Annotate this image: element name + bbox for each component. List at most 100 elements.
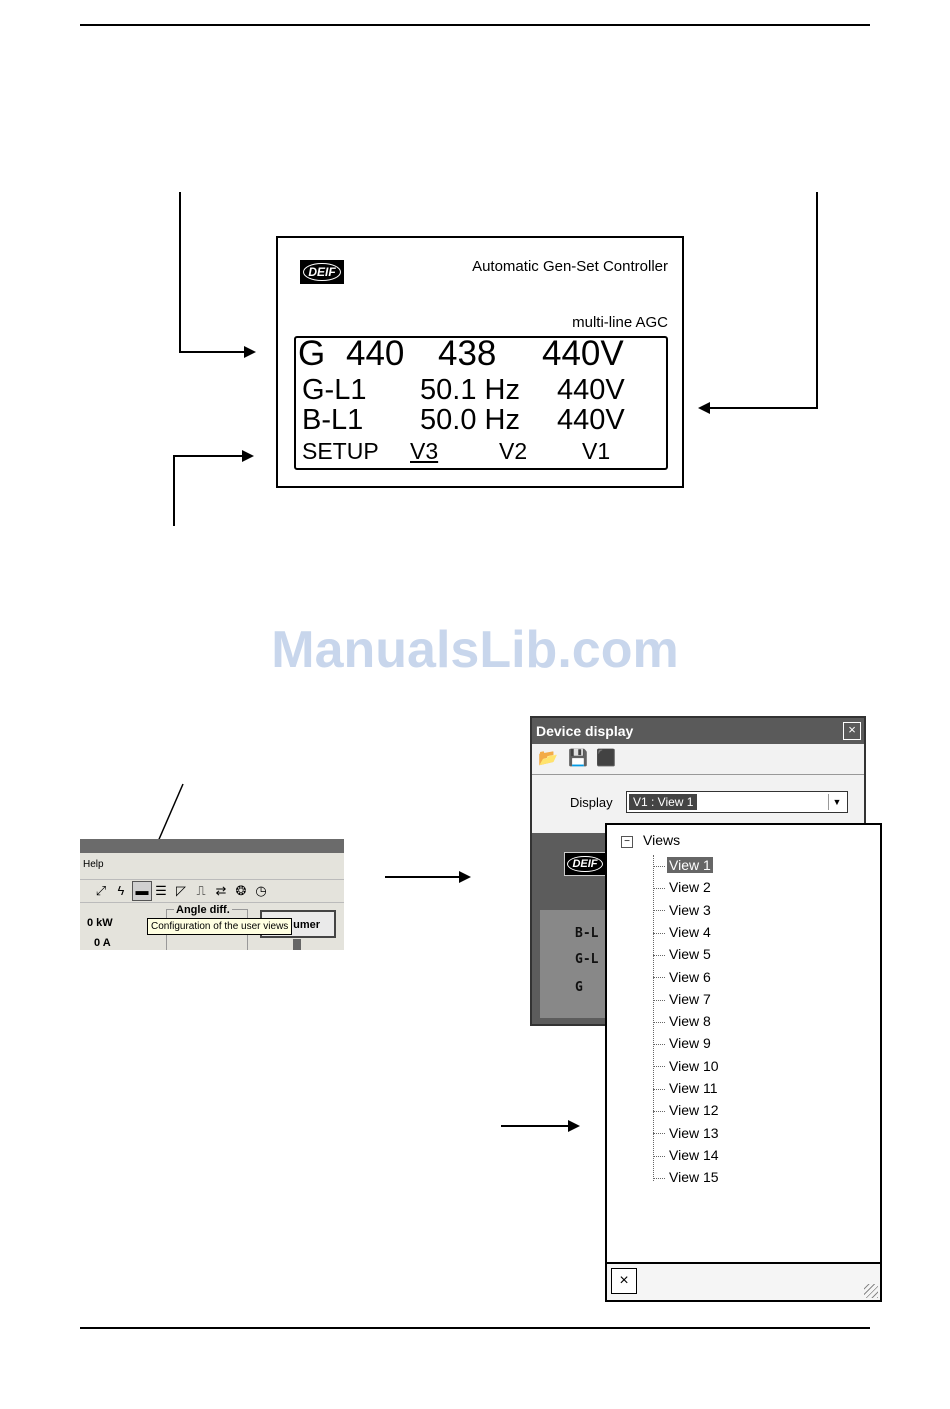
window-deif-logo: DEIF xyxy=(564,852,606,876)
tree-connector xyxy=(653,1177,665,1179)
tree-line xyxy=(653,855,654,1181)
bottom-rule xyxy=(80,1327,870,1329)
tree-connector xyxy=(653,1044,665,1046)
tree-item-label: View 10 xyxy=(669,1057,719,1074)
lcd-view-v2: V2 xyxy=(499,438,528,464)
tree-item-label: View 11 xyxy=(669,1080,718,1096)
tree-item-label: View 13 xyxy=(669,1124,719,1141)
tree-item-label: View 14 xyxy=(669,1146,719,1163)
tree-item[interactable]: View 10 xyxy=(653,1056,721,1076)
tree-item-label: View 7 xyxy=(669,990,711,1007)
open-folder-icon[interactable]: 📂 xyxy=(538,750,558,767)
lcd-line3-label: B-L1 xyxy=(302,404,364,436)
gear-icon[interactable]: ❂ xyxy=(235,883,247,898)
list-icon[interactable]: ☰ xyxy=(155,883,167,898)
resize-grip-icon[interactable] xyxy=(864,1284,878,1298)
tree-item[interactable]: View 7 xyxy=(653,989,713,1009)
tree-connector xyxy=(653,1133,665,1135)
scroll-bar xyxy=(293,939,301,950)
wand-icon[interactable]: ⤢ xyxy=(95,883,107,898)
tree-item[interactable]: View 9 xyxy=(653,1033,713,1053)
tree-connector xyxy=(653,888,665,890)
controller-panel: DEIF Automatic Gen-Set Controller multi-… xyxy=(276,236,684,488)
lcd-row-gl: G-L xyxy=(575,952,599,967)
tree-item-label: View 8 xyxy=(669,1013,711,1030)
lcd-line1-v1: 440 xyxy=(346,334,405,373)
display-label: Display xyxy=(570,795,613,810)
lcd-line2-freq: 50.1 Hz xyxy=(420,374,520,406)
chevron-down-icon[interactable]: ▼ xyxy=(828,794,845,810)
pulse-icon[interactable]: ⎍ xyxy=(196,883,206,898)
curve-icon[interactable]: ◸ xyxy=(176,883,186,898)
power-readout: 0 kW xyxy=(87,917,113,929)
tree-item-label: View 1 xyxy=(667,857,713,873)
tree-item[interactable]: View 12 xyxy=(653,1100,721,1120)
tree-connector xyxy=(653,1155,665,1157)
tree-item-label: View 5 xyxy=(669,946,711,963)
tree-item-label: View 6 xyxy=(669,968,711,985)
toolbar-screenshot: Help ⤢ ϟ ▬ ☰ ◸ ⎍ ⇄ ❂ ◷ 0 kW 0 A Angle di… xyxy=(80,839,344,950)
tree-connector xyxy=(653,1066,665,1068)
menu-help[interactable]: Help xyxy=(83,859,104,870)
angle-label: Angle diff. xyxy=(174,904,232,916)
save-icon[interactable]: 💾 xyxy=(568,750,588,767)
tree-item[interactable]: View 8 xyxy=(653,1011,713,1031)
tree-item-label: View 15 xyxy=(669,1169,719,1186)
tree-item-label: View 9 xyxy=(669,1035,711,1052)
lcd-line3-freq: 50.0 Hz xyxy=(420,404,520,436)
lightning-icon[interactable]: ϟ xyxy=(117,883,125,898)
lcd-setup: SETUP xyxy=(302,438,379,464)
tree-item[interactable]: View 2 xyxy=(653,877,713,897)
tree-connector xyxy=(653,932,665,934)
toolbar-icons: ⤢ ϟ ▬ ☰ ◸ ⎍ ⇄ ❂ ◷ xyxy=(80,879,344,903)
tree-item-label: View 12 xyxy=(669,1102,719,1119)
tree-connector xyxy=(653,1111,665,1113)
tree-connector xyxy=(653,865,665,867)
tree-item[interactable]: View 15 xyxy=(653,1167,721,1187)
tree-connector xyxy=(653,1088,665,1090)
close-button[interactable]: × xyxy=(611,1268,637,1294)
sync-icon[interactable]: ⇄ xyxy=(215,883,227,898)
views-root[interactable]: Views xyxy=(643,832,681,848)
lcd-line3-volt: 440V xyxy=(557,404,625,436)
display-value: V1 : View 1 xyxy=(629,794,698,810)
tree-item-label: View 2 xyxy=(669,879,711,896)
tooltip: Configuration of the user views xyxy=(147,918,293,935)
lcd-row-g: G xyxy=(575,980,583,995)
lcd-line1-label: G xyxy=(298,334,326,373)
tree-connector xyxy=(653,910,665,912)
tree-item-label: View 4 xyxy=(669,923,711,940)
clock-icon[interactable]: ◷ xyxy=(255,883,267,898)
window-title: Device display xyxy=(532,718,864,744)
lcd-line1-v2: 438 xyxy=(438,334,497,373)
display-select[interactable]: V1 : View 1 ▼ xyxy=(626,791,848,813)
close-icon[interactable]: × xyxy=(843,722,861,740)
tree-item[interactable]: View 13 xyxy=(653,1123,721,1143)
current-readout: 0 A xyxy=(94,937,111,949)
collapse-icon[interactable]: − xyxy=(621,836,633,848)
tree-item[interactable]: View 11 xyxy=(653,1078,720,1098)
panel-subtitle: multi-line AGC xyxy=(572,314,668,331)
top-rule xyxy=(80,24,870,26)
tree-connector xyxy=(653,1021,665,1023)
user-views-icon[interactable]: ▬ xyxy=(132,881,152,901)
lcd-view-v3: V3 xyxy=(410,438,439,464)
lcd-line1-v3: 440V xyxy=(542,334,624,373)
panel-title: Automatic Gen-Set Controller xyxy=(472,258,668,275)
tree-connector xyxy=(653,954,665,956)
views-footer: × xyxy=(607,1262,880,1300)
deif-logo: DEIF xyxy=(300,260,344,284)
device-icon[interactable]: ⬛ xyxy=(596,750,616,767)
lcd-view-v1: V1 xyxy=(582,438,611,464)
tree-connector xyxy=(653,999,665,1001)
tree-item[interactable]: View 6 xyxy=(653,967,713,987)
views-panel: − Views View 1 View 2 View 3 View 4 View 5 Vi… xyxy=(605,823,882,1302)
lcd-row-bl: B-L xyxy=(575,926,599,941)
lcd-line2-label: G-L1 xyxy=(302,374,367,406)
tree-item[interactable]: View 5 xyxy=(653,944,713,964)
lcd-display: G 440 438 440V G-L1 50.1 Hz 440V B-L1 50… xyxy=(294,334,668,470)
tree-item[interactable]: View 1 xyxy=(653,855,713,875)
tree-item[interactable]: View 14 xyxy=(653,1145,721,1165)
tree-item[interactable]: View 4 xyxy=(653,922,713,942)
tree-item[interactable]: View 3 xyxy=(653,900,713,920)
